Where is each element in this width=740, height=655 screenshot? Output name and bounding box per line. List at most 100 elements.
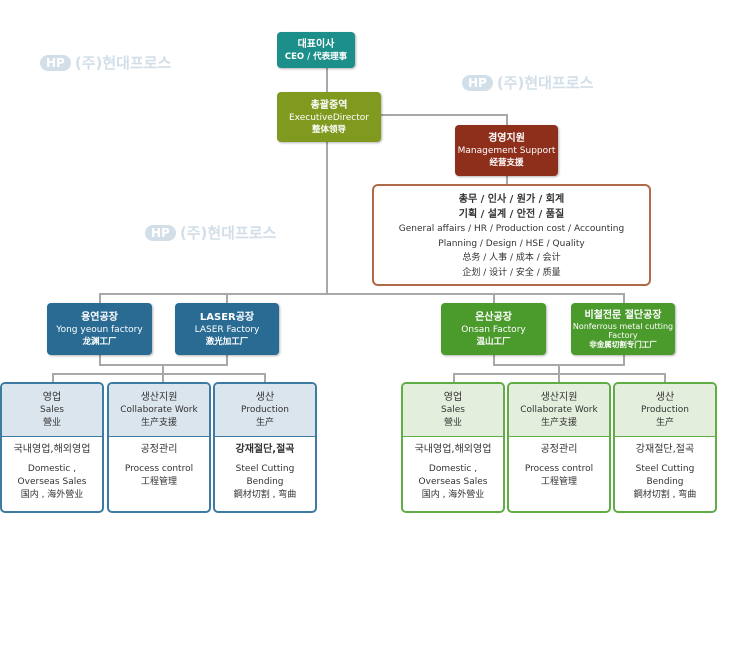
detail-zh-2: 企划 / 设计 / 安全 / 质量 — [462, 267, 561, 278]
factory-zh: 龙渊工厂 — [82, 336, 117, 347]
factory-onsan: 온산공장 Onsan Factory 温山工厂 — [441, 303, 546, 355]
detail-zh-1: 总务 / 人事 / 成本 / 会计 — [462, 253, 561, 263]
connector — [381, 114, 508, 116]
logo-mark: HP — [40, 54, 71, 71]
factory-ko: 온산공장 — [475, 311, 512, 323]
dept-header: 생산지원 Collaborate Work 生产支援 — [109, 384, 209, 437]
factory-zh: 温山工厂 — [476, 336, 511, 347]
dept-name-ko: 생산 — [255, 391, 275, 403]
connector — [506, 114, 508, 125]
dept-name-en: Production — [641, 404, 689, 415]
dept-body: 강재절단,절곡 Steel Cutting Bending 鋼材切割 , 弯曲 — [215, 437, 315, 502]
exec-title-ko: 총괄중역 — [310, 99, 348, 111]
factory-ko: 비철전문 절단공장 — [584, 309, 662, 321]
dept-header: 생산 Production 生产 — [215, 384, 315, 437]
dept-name-en: Production — [241, 404, 289, 415]
dept-name-ko: 영업 — [42, 391, 62, 403]
dept-name-zh: 生产支援 — [140, 417, 177, 428]
factory-en: Nonferrous metal cutting Factory — [572, 321, 674, 340]
connector — [623, 293, 625, 303]
detail-en-2: Planning / Design / HSE / Quality — [438, 238, 585, 249]
dept-name-ko: 영업 — [443, 391, 463, 403]
dept-task-en: Domestic , Overseas Sales — [418, 464, 488, 487]
factory-laser: LASER공장 LASER Factory 激光加工厂 — [175, 303, 279, 355]
dept-name-en: Collaborate Work — [120, 404, 198, 415]
dept-name-zh: 生产支援 — [540, 417, 577, 428]
dept-task-zh: 鋼材切割 , 弯曲 — [233, 490, 297, 500]
dept-task-zh: 国内 , 海外營业 — [421, 490, 485, 500]
factory-zh: 激光加工厂 — [205, 336, 249, 347]
connector — [99, 293, 625, 295]
mgmt-title-ko: 경영지원 — [488, 133, 525, 144]
connector — [558, 373, 560, 383]
dept-box: 영업 Sales 營业 국내영업,해외영업 Domestic , Oversea… — [401, 382, 505, 513]
dept-name-ko: 생산지원 — [540, 391, 578, 403]
dept-body: 공정관리 Process control 工程管理 — [509, 437, 609, 489]
dept-name-zh: 營业 — [42, 417, 61, 428]
logo-mark: HP — [145, 224, 176, 241]
dept-body: 국내영업,해외영업 Domestic , Overseas Sales 国内 ,… — [2, 437, 102, 502]
detail-ko-2: 기획 / 설계 / 안전 / 품질 — [458, 208, 565, 220]
exec-title-zh: 整体领导 — [311, 124, 346, 135]
dept-box: 생산 Production 生产 강재절단,절곡 Steel Cutting B… — [613, 382, 717, 513]
connector — [326, 68, 328, 295]
dept-task-zh: 工程管理 — [540, 477, 577, 487]
connector — [99, 293, 101, 303]
dept-task-ko: 강재절단,절곡 — [235, 444, 295, 455]
logo-mark: HP — [462, 74, 493, 91]
dept-name-ko: 생산 — [655, 391, 675, 403]
dept-name-zh: 生产 — [255, 417, 274, 428]
dept-name-en: Collaborate Work — [520, 404, 598, 415]
dept-task-en: Process control — [124, 464, 194, 474]
watermark-text: (주)현대프로스 — [74, 54, 172, 72]
detail-ko-1: 총무 / 인사 / 원가 / 회계 — [458, 194, 565, 205]
factory-ko: 용연공장 — [81, 311, 118, 323]
management-detail-box: 총무 / 인사 / 원가 / 회계 기획 / 설계 / 안전 / 품질 Gene… — [372, 184, 651, 286]
ceo-title-en: CEO / 代表理事 — [284, 51, 348, 62]
factory-en: LASER Factory — [194, 324, 260, 335]
dept-header: 영업 Sales 營业 — [2, 384, 102, 437]
dept-header: 생산 Production 生产 — [615, 384, 715, 437]
dept-body: 국내영업,해외영업 Domestic , Overseas Sales 国内 ,… — [403, 437, 503, 502]
dept-task-ko: 강재절단,절곡 — [635, 444, 695, 455]
dept-task-en: Steel Cutting Bending — [635, 464, 695, 487]
watermark-logo: HP(주)현대프로스 — [40, 52, 171, 73]
dept-name-zh: 營业 — [443, 417, 462, 428]
dept-box: 생산 Production 生产 강재절단,절곡 Steel Cutting B… — [213, 382, 317, 513]
watermark-logo: HP(주)현대프로스 — [462, 72, 593, 93]
connector — [226, 355, 228, 365]
factory-en: Onsan Factory — [461, 324, 526, 335]
connector — [623, 355, 625, 365]
dept-task-ko: 국내영업,해외영업 — [13, 444, 91, 455]
dept-task-ko: 공정관리 — [540, 444, 578, 455]
executive-director-node: 총괄중역 ExecutiveDirector 整体领导 — [277, 92, 381, 142]
dept-box: 생산지원 Collaborate Work 生产支援 공정관리 Process … — [507, 382, 611, 513]
dept-box: 영업 Sales 營业 국내영업,해외영업 Domestic , Oversea… — [0, 382, 104, 513]
dept-task-ko: 공정관리 — [140, 444, 178, 455]
dept-name-ko: 생산지원 — [140, 391, 178, 403]
dept-task-en: Domestic , Overseas Sales — [17, 464, 87, 487]
dept-task-zh: 国内 , 海外營业 — [20, 490, 84, 500]
connector — [493, 355, 495, 365]
connector — [453, 373, 455, 383]
dept-header: 영업 Sales 營业 — [403, 384, 503, 437]
connector — [162, 373, 164, 383]
connector — [506, 176, 508, 184]
watermark-text: (주)현대프로스 — [179, 224, 277, 242]
connector — [558, 364, 560, 374]
dept-name-en: Sales — [40, 404, 64, 415]
factory-zh: 非金属切割专门工厂 — [589, 339, 657, 349]
connector — [52, 373, 265, 375]
detail-en-1: General affairs / HR / Production cost /… — [398, 224, 625, 234]
factory-yongyeon: 용연공장 Yong yeoun factory 龙渊工厂 — [47, 303, 152, 355]
dept-body: 강재절단,절곡 Steel Cutting Bending 鋼材切割 , 弯曲 — [615, 437, 715, 502]
watermark-text: (주)현대프로스 — [496, 74, 594, 92]
connector — [264, 373, 266, 383]
dept-box: 생산지원 Collaborate Work 生产支援 공정관리 Process … — [107, 382, 211, 513]
connector — [493, 293, 495, 303]
dept-name-en: Sales — [441, 404, 465, 415]
mgmt-title-zh: 经营支援 — [489, 158, 524, 168]
dept-name-zh: 生产 — [655, 417, 674, 428]
dept-task-en: Steel Cutting Bending — [235, 464, 295, 487]
dept-header: 생산지원 Collaborate Work 生产支援 — [509, 384, 609, 437]
